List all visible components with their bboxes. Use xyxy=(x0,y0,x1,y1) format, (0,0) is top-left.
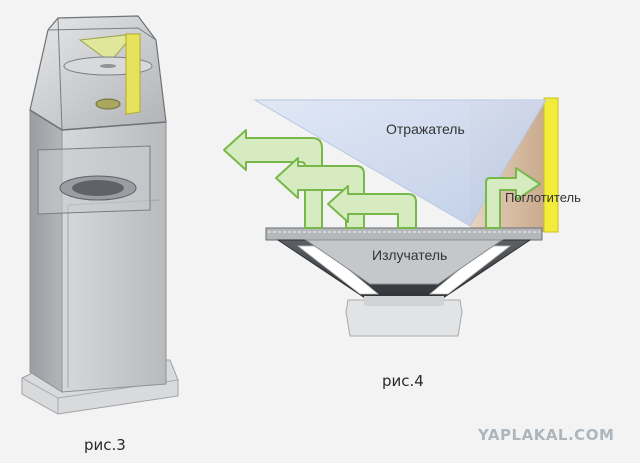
speaker-column-illustration xyxy=(21,15,179,415)
emitter-driver xyxy=(265,227,543,337)
sound-arrow-3 xyxy=(327,185,417,229)
emitter-label: Излучатель xyxy=(372,247,447,263)
absorber-strip xyxy=(543,97,559,233)
sound-arrow-1 xyxy=(223,129,323,229)
figure4-caption: рис.4 xyxy=(382,372,424,390)
absorber-label: Поглотитель xyxy=(505,190,581,205)
sound-arrow-2 xyxy=(275,157,365,229)
reflector-label: Отражатель xyxy=(386,121,465,137)
sound-path-arrows xyxy=(223,129,541,229)
reflector-shape xyxy=(253,99,547,227)
figure3-caption: рис.3 xyxy=(84,436,126,454)
sound-arrow-4 xyxy=(485,167,541,229)
watermark-text: YAPLAKAL.COM xyxy=(477,426,614,444)
cross-section-illustration: Отражатель Поглотитель Излучатель xyxy=(223,97,581,337)
